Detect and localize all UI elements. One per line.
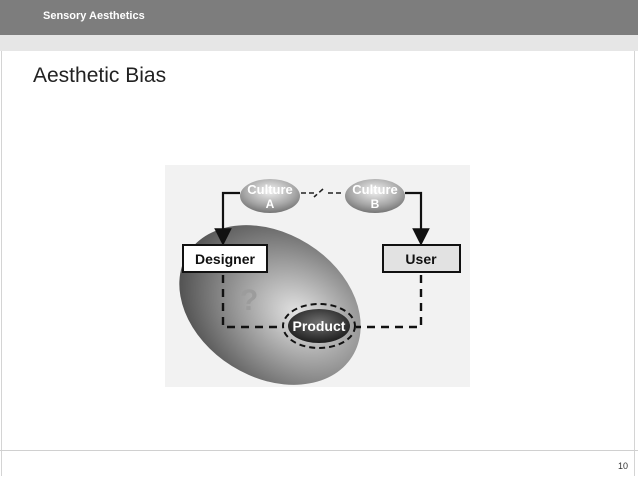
- designer-to-product-dashed: [221, 275, 283, 329]
- culture-b-to-user-arrow: [405, 191, 430, 246]
- user-to-product-dashed: [356, 275, 423, 329]
- culture-a-label: Culture: [247, 182, 293, 197]
- product-label: Product: [293, 318, 346, 334]
- culture-a-bubble: [240, 179, 300, 213]
- culture-b-label: Culture: [352, 182, 398, 197]
- product-bubble: [288, 309, 350, 343]
- designer-label: Designer: [195, 251, 255, 267]
- page-number: 10: [617, 461, 628, 471]
- product-outline-dashed: [282, 303, 356, 349]
- slide-frame: [1, 51, 635, 476]
- user-label: User: [405, 251, 437, 267]
- footer-divider: [0, 450, 638, 451]
- culture-a-letter: A: [266, 197, 275, 211]
- aesthetic-bias-diagram: Culture A Culture B Designer User ? Prod…: [165, 165, 470, 387]
- question-mark: ?: [240, 284, 258, 317]
- page-title: Aesthetic Bias: [33, 64, 167, 87]
- culture-b-letter: B: [371, 197, 380, 211]
- header-bar: Sensory Aesthetics: [0, 0, 638, 35]
- designer-box: [182, 244, 268, 273]
- culture-link-dashed: [301, 188, 341, 198]
- culture-b-bubble: [345, 179, 405, 213]
- user-box: [382, 244, 461, 273]
- culture-a-to-designer-arrow: [214, 191, 240, 246]
- header-subbar: [0, 35, 638, 51]
- header-title: Sensory Aesthetics: [43, 10, 145, 22]
